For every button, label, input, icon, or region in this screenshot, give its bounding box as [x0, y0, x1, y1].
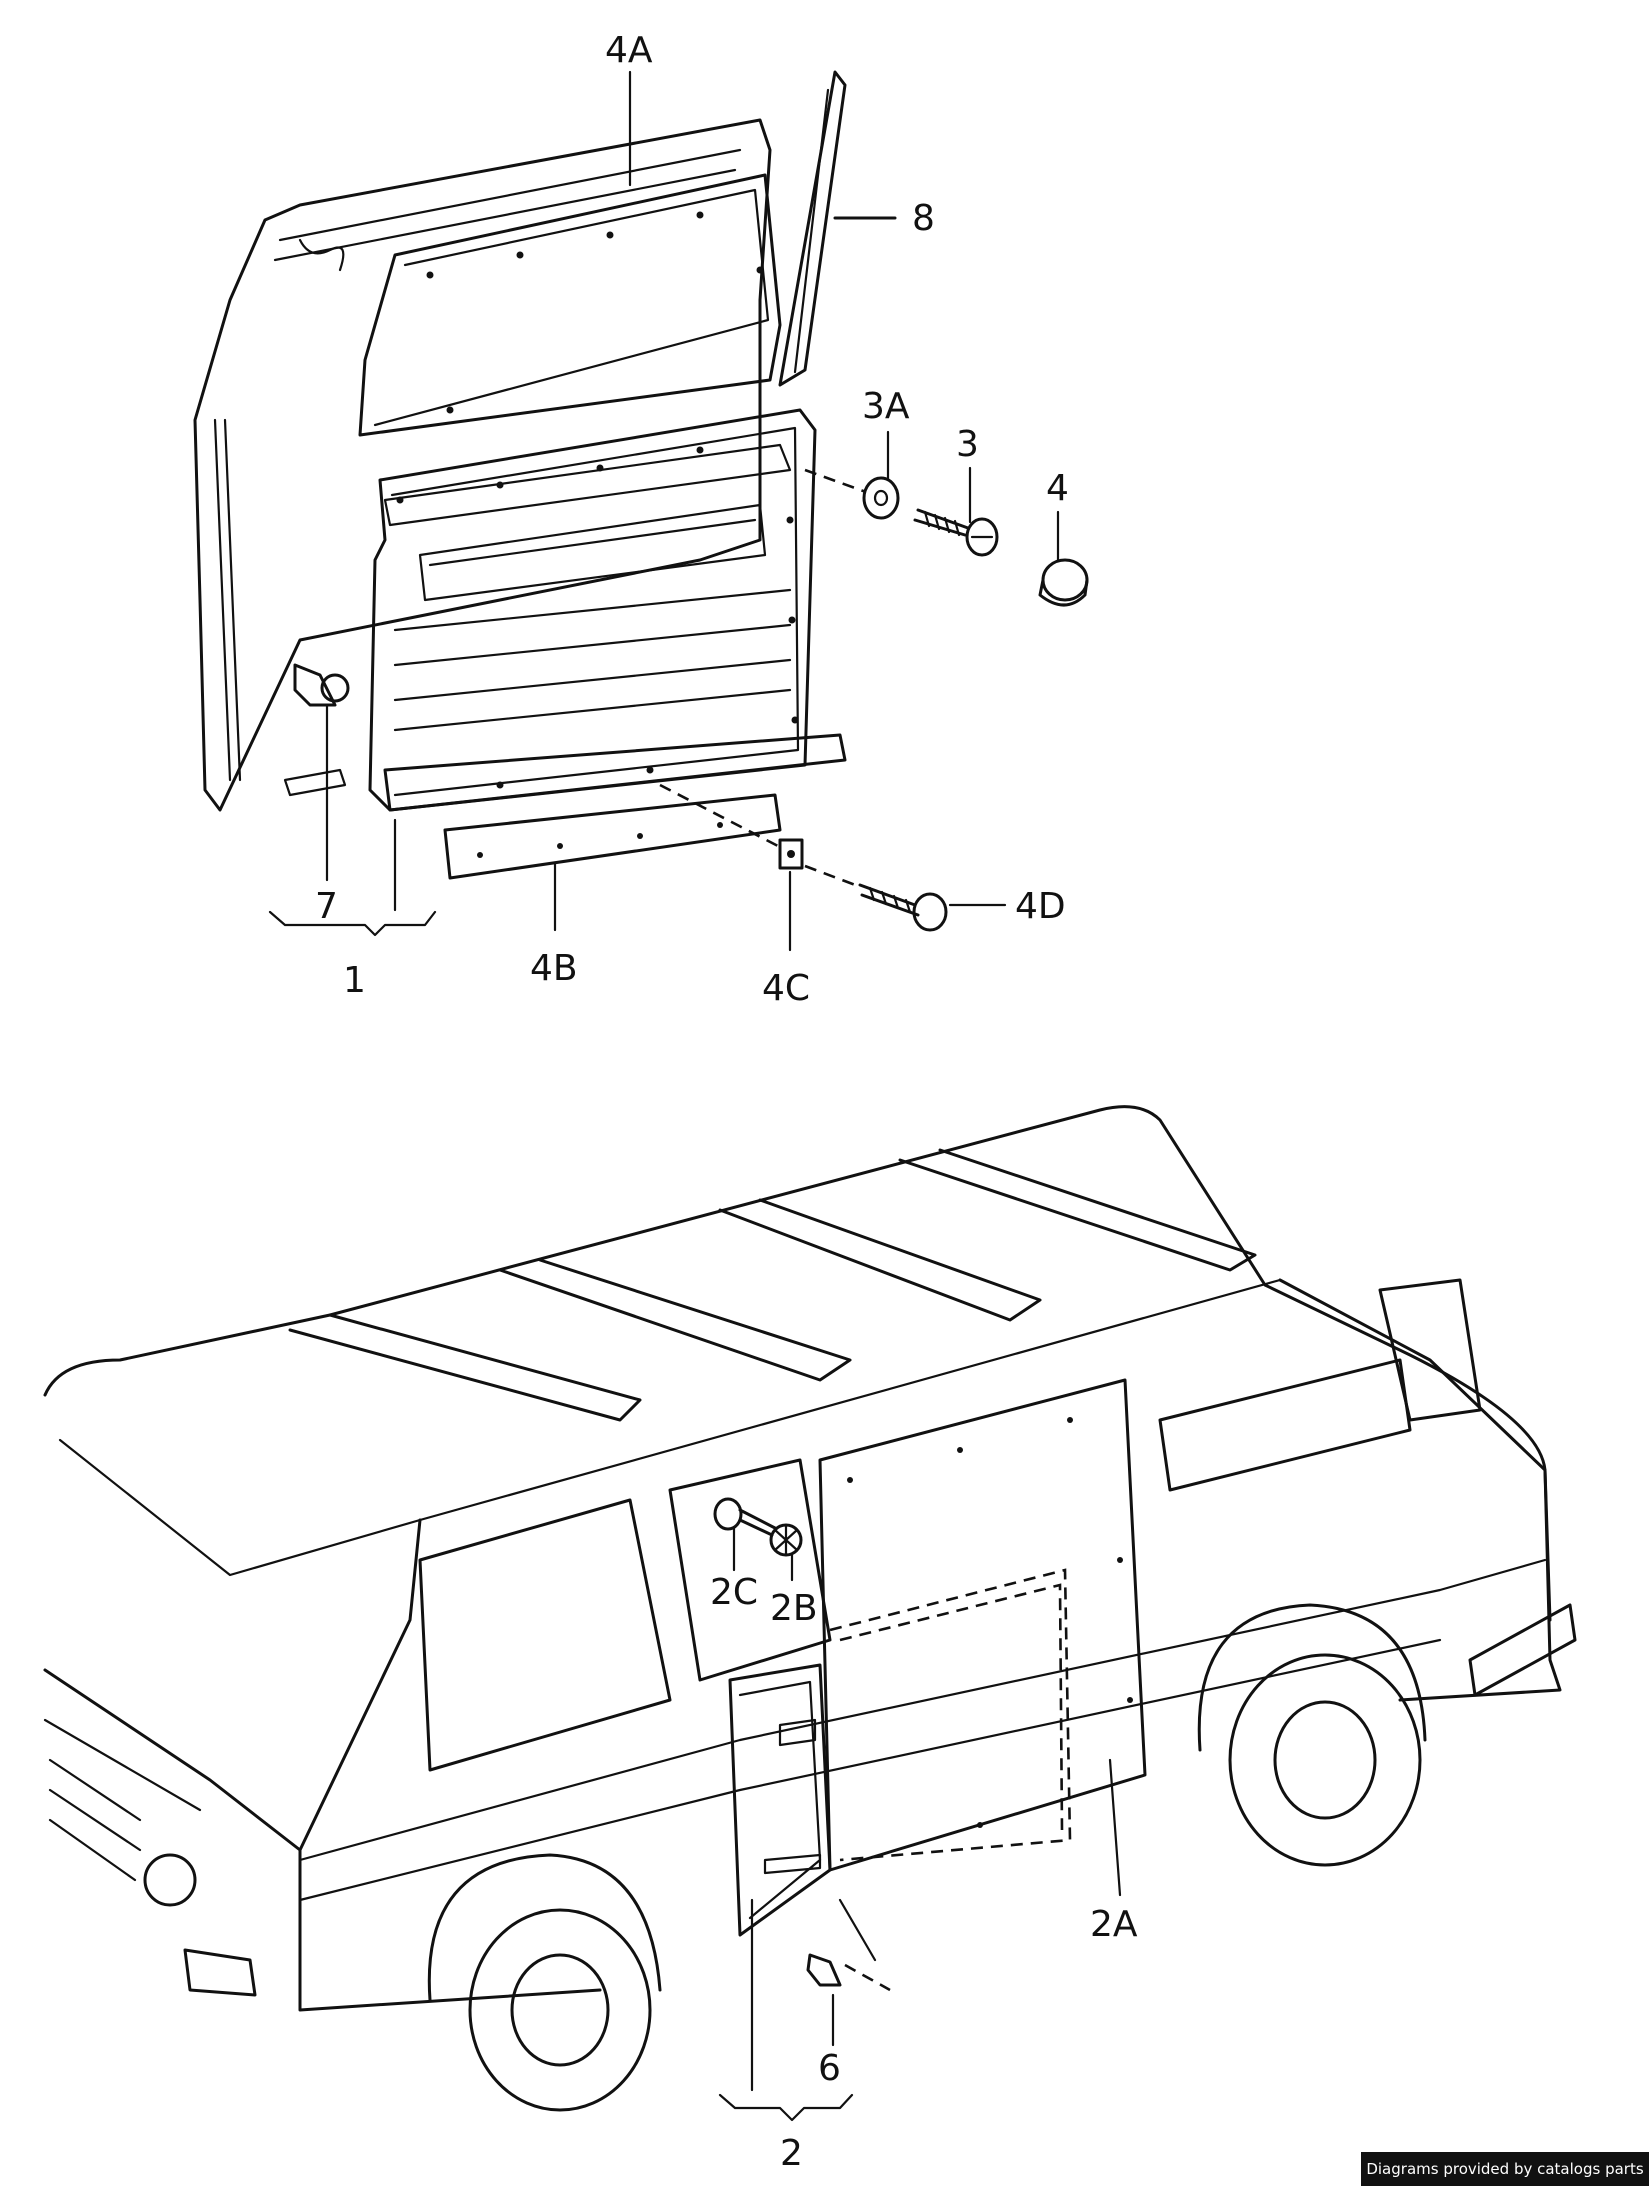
- callout-6: 6: [818, 2048, 841, 2089]
- nut-4c-icon: [659, 783, 804, 870]
- screw-3-icon: [913, 508, 999, 557]
- credit-banner: Diagrams provided by catalogs parts: [1361, 2152, 1649, 2186]
- callout-2a: 2A: [1090, 1904, 1138, 1945]
- callout-3: 3: [956, 424, 979, 465]
- callout-8: 8: [912, 198, 935, 239]
- callout-4b: 4B: [530, 948, 578, 989]
- screw-4d-icon: [804, 864, 948, 932]
- callout-4: 4: [1046, 468, 1069, 509]
- leader-lines-bottom: [718, 1526, 1122, 2122]
- upper-trim-panel-4a: [358, 173, 782, 437]
- clip-6-icon: [806, 1953, 891, 1992]
- callout-4d: 4D: [1015, 886, 1066, 927]
- callout-4c: 4C: [762, 968, 810, 1009]
- door-shell: [193, 118, 772, 812]
- sliding-door-panel-2a: [818, 1378, 1147, 1872]
- callout-2c: 2C: [710, 1572, 758, 1613]
- callout-2b: 2B: [770, 1588, 818, 1629]
- wheels: [427, 1603, 1427, 2112]
- clip-7-icon: [293, 663, 350, 707]
- callout-7: 7: [315, 886, 338, 927]
- kick-strip-4b: [443, 793, 782, 880]
- sliding-door-frame: [728, 1663, 832, 1937]
- callout-3a: 3A: [862, 386, 910, 427]
- screw-2c-icon: [713, 1497, 777, 1537]
- lower-trim-strip-4a-lower: [383, 733, 847, 812]
- weatherstrip-8: [778, 70, 897, 387]
- washer-3a-icon: [804, 468, 900, 520]
- door-trim-panel: [368, 408, 817, 812]
- callout-2: 2: [780, 2133, 803, 2174]
- leader-lines-top: [268, 70, 1060, 952]
- van-body: [43, 1105, 1577, 2012]
- callout-4a: 4A: [605, 30, 653, 71]
- callout-1: 1: [343, 960, 366, 1001]
- clip-2b-icon: [769, 1523, 803, 1557]
- cap-4-icon: [1038, 558, 1089, 607]
